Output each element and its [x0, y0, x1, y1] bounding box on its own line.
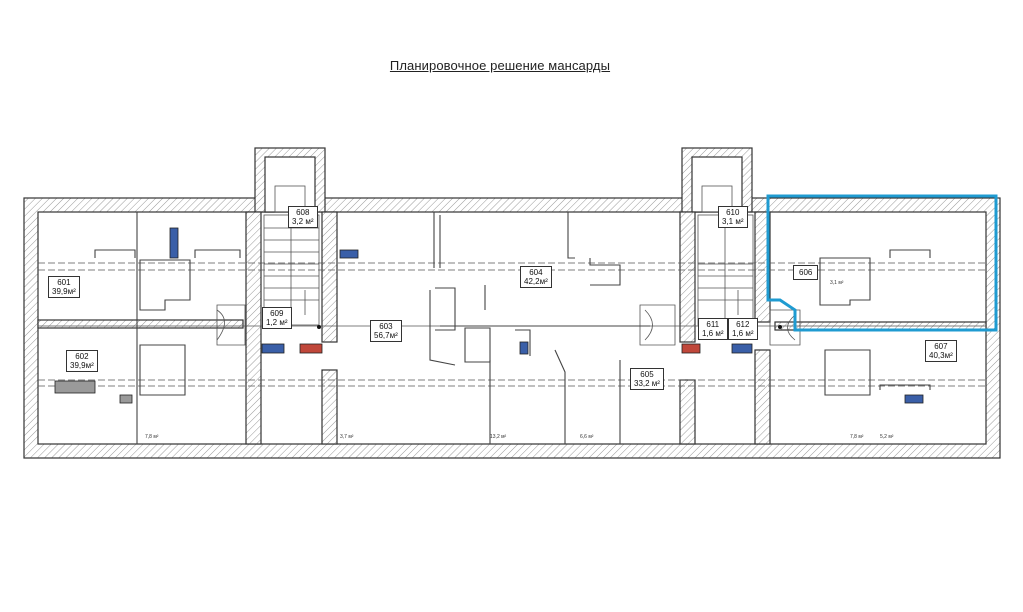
highlighted-unit-606 — [766, 194, 998, 332]
area-note: 7,8 м² — [850, 434, 864, 440]
corridor-doors — [216, 304, 801, 346]
area-note: 6,6 м² — [580, 434, 594, 440]
stair-tower-left — [254, 147, 326, 213]
stair-tower-right — [681, 147, 753, 213]
area-note: 5,2 м² — [880, 434, 894, 440]
thin-partitions — [94, 212, 931, 444]
plan-title: Планировочное решение мансарды — [389, 58, 611, 73]
fixtures — [54, 227, 924, 404]
area-note: 3,7 м² — [340, 434, 354, 440]
area-note: 13,2 м² — [490, 434, 507, 440]
room-606-label: 606 — [793, 265, 819, 280]
room-607-label: 60761260740,3м²40,3м²1,6 м²40,3м²40,3м²4… — [925, 340, 957, 362]
area-note: 3,1 м² — [830, 280, 844, 286]
area-note: 7,8 м² — [145, 434, 159, 440]
